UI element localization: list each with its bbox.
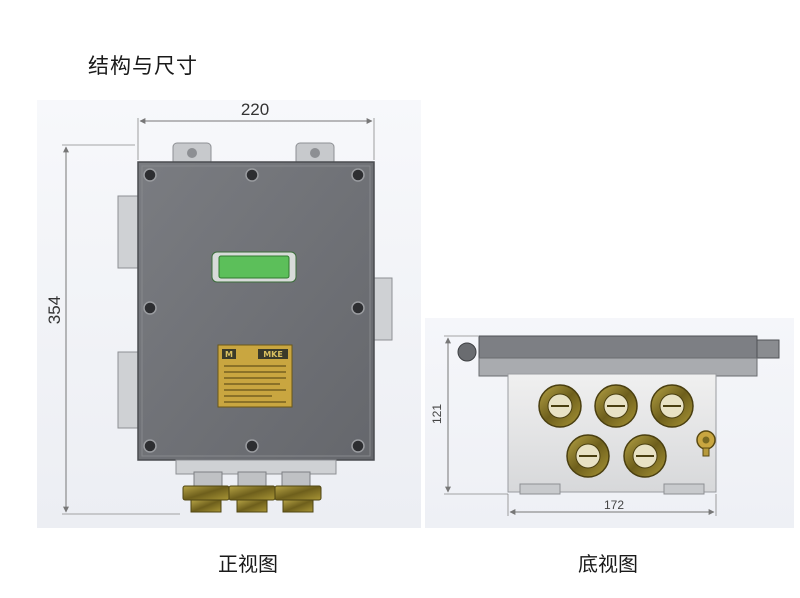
side-boss-left-upper [117,195,141,269]
cable-gland-nut [228,485,276,501]
bottom-view-lid-tab [756,339,780,359]
cover-bolt [245,439,259,453]
section-title: 结构与尺寸 [88,54,198,78]
grounding-terminal-bolt [702,436,710,444]
gland-entry-bottom-row [566,434,667,478]
cover-bolt [245,168,259,182]
gland-body [193,471,223,487]
bottom-view-drawing [444,335,780,516]
bottom-view-caption: 底视图 [578,552,638,576]
bottom-dim-width-label: 172 [604,498,624,512]
side-boss-left-lower [117,351,141,429]
gland-body [237,471,267,487]
lug-hole-right [310,148,320,158]
bottom-view-gasket [478,357,758,377]
foot-right [663,483,705,495]
front-dim-width-label: 220 [241,100,269,119]
cover-bolt [351,168,365,182]
cable-gland-cap [236,499,268,513]
front-view-caption: 正视图 [218,552,278,576]
cable-gland-nut [182,485,230,501]
nameplate-title: MKE [263,350,283,359]
bottom-dim-height-label: 121 [430,404,444,424]
bottom-view-lid [478,335,758,361]
bottom-view-knob [457,342,477,362]
enclosure-body [137,161,375,461]
cable-glands-front [182,485,322,513]
grounding-terminal-tab [702,447,710,457]
enclosure-cover-edge [141,165,371,457]
lug-hole-left [187,148,197,158]
foot-left [519,483,561,495]
cover-bolt [351,439,365,453]
nameplate-logo: M [225,350,233,359]
cover-bolt [143,301,157,315]
cable-gland-cap [282,499,314,513]
cover-bolt [143,439,157,453]
gland-entry-top-row [538,384,694,428]
cover-bolt [143,168,157,182]
nameplate-title-bg [258,349,288,359]
front-dim-height-label: 354 [45,296,64,324]
gland-body [281,471,311,487]
display-window-glass [218,255,290,279]
cover-bolt [351,301,365,315]
front-view-drawing: M MKE [62,118,393,515]
cable-gland-cap [190,499,222,513]
nameplate-text-lines [224,365,286,403]
cable-gland-nut [274,485,322,501]
nameplate-logo-mark [222,349,236,359]
